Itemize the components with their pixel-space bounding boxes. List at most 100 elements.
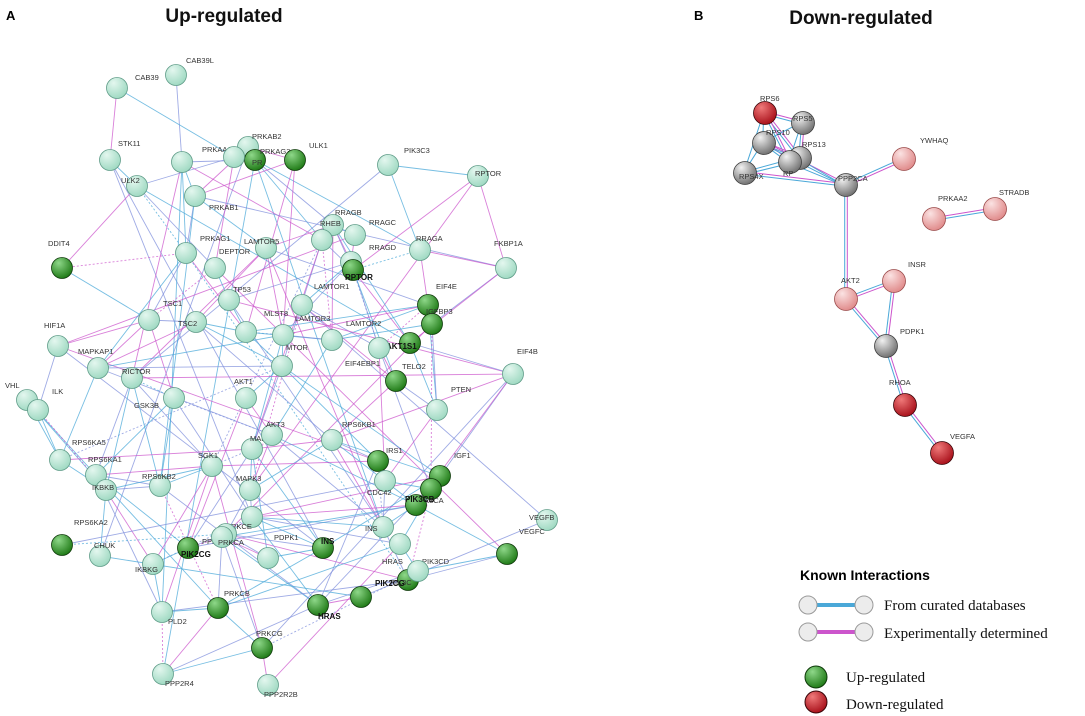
node-label: SGK1 bbox=[198, 451, 218, 460]
interaction-edge bbox=[254, 159, 384, 528]
up-node-rps6kb1: RPS6KB1 bbox=[321, 420, 376, 451]
interaction-edge bbox=[254, 159, 323, 241]
interaction-edge bbox=[109, 159, 253, 518]
interaction-edge bbox=[194, 195, 267, 249]
node-sphere bbox=[834, 287, 858, 311]
node-sphere bbox=[149, 475, 171, 497]
node-label: HRAS bbox=[382, 557, 403, 566]
up-node-ikbkg: IKBKG bbox=[135, 553, 164, 575]
node-sphere bbox=[184, 185, 206, 207]
node-sphere bbox=[142, 553, 164, 575]
up-node-rragb: RRAGB bbox=[322, 208, 362, 236]
node-label: PRKAB2 bbox=[252, 132, 282, 141]
interaction-edge bbox=[378, 347, 432, 490]
node-label: RPTOR bbox=[475, 169, 502, 178]
interaction-edge bbox=[175, 74, 183, 163]
node-label: DDIT4 bbox=[48, 239, 70, 248]
node-label: ULK2 bbox=[121, 176, 140, 185]
interaction-edge bbox=[59, 448, 253, 461]
node-sphere bbox=[255, 237, 277, 259]
node-label: STK11 bbox=[118, 139, 140, 148]
up-node-lamtor3: LAMTOR3 bbox=[272, 314, 330, 346]
up-node-hras: HRAS bbox=[307, 594, 341, 621]
interaction-edge bbox=[254, 159, 334, 226]
node-sphere bbox=[752, 131, 776, 155]
up-node-telo2: TELO2 bbox=[385, 362, 426, 392]
node-label: TELO2 bbox=[402, 362, 426, 371]
up-node-pdpk1: PDPK1 bbox=[257, 533, 299, 569]
interaction-edge bbox=[217, 536, 223, 609]
node-label: TSC2 bbox=[178, 319, 197, 328]
up-node-cdc42: CDC42 bbox=[367, 470, 396, 497]
up-node-ulk1: ULK1 bbox=[284, 141, 328, 171]
interaction-edge bbox=[261, 570, 419, 649]
interaction-edge bbox=[251, 475, 441, 518]
interaction-edge bbox=[378, 304, 429, 349]
up-node-ppp2r2b: PPP2R2B bbox=[257, 674, 298, 699]
legend-up-entry: Up-regulated bbox=[804, 665, 926, 689]
interaction-edge bbox=[152, 465, 213, 565]
node-sphere bbox=[536, 509, 558, 531]
down-node-rhoa: RHOA bbox=[889, 378, 917, 417]
node-label: PRKAG3 bbox=[260, 147, 290, 156]
interaction-edge bbox=[181, 161, 323, 241]
node-sphere bbox=[284, 149, 306, 171]
up-node-eif4ebp1: EIF4EBP1 bbox=[345, 337, 390, 368]
interaction-edge bbox=[409, 342, 438, 411]
up-node-akt1: AKT1 bbox=[234, 377, 257, 409]
node-label: RHEB bbox=[320, 219, 341, 228]
node-sphere bbox=[753, 101, 777, 125]
interaction-edge bbox=[430, 323, 433, 490]
node-label: PIK3CB bbox=[405, 495, 435, 504]
node-sphere bbox=[49, 449, 71, 471]
node-sphere bbox=[791, 111, 815, 135]
up-node-rptor: RPTOR bbox=[342, 259, 373, 282]
down-node-vegfa: VEGFA bbox=[930, 432, 975, 465]
node-label: RRAGB bbox=[335, 208, 362, 217]
interaction-edge bbox=[61, 267, 150, 321]
node-label: RPS5 bbox=[793, 114, 813, 123]
interaction-edge bbox=[105, 377, 133, 491]
node-sphere bbox=[874, 334, 898, 358]
interaction-edge bbox=[419, 249, 507, 269]
node-sphere bbox=[211, 526, 233, 548]
node-sphere bbox=[99, 149, 121, 171]
up-node-fkbp1a: FKBP1A bbox=[494, 239, 523, 279]
node-sphere bbox=[367, 450, 389, 472]
interaction-edge bbox=[136, 185, 411, 344]
interaction-edge bbox=[251, 516, 384, 528]
node-label: RRAGC bbox=[369, 218, 397, 227]
node-sphere bbox=[922, 207, 946, 231]
interaction-edge bbox=[228, 261, 352, 301]
interaction-edge bbox=[161, 579, 409, 613]
legend-node-left-icon bbox=[798, 595, 818, 615]
node-label: PRKAA2 bbox=[938, 194, 968, 203]
node-sphere bbox=[51, 257, 73, 279]
node-sphere bbox=[322, 214, 344, 236]
up-node-prkag1: PRKAG1 bbox=[175, 234, 230, 264]
node-sphere bbox=[385, 370, 407, 392]
up-node-akt3: AKT3 bbox=[261, 420, 285, 446]
node-label: LAMTOR2 bbox=[346, 319, 381, 328]
interaction-edge bbox=[95, 377, 133, 476]
node-label: FKBP1A bbox=[494, 239, 523, 248]
node-label: CAB39 bbox=[135, 73, 159, 82]
node-label: YWHAQ bbox=[920, 136, 949, 145]
node-label: PIK3C bbox=[390, 578, 412, 587]
interaction-edge bbox=[415, 504, 508, 555]
up-node-rheb: RHEB bbox=[311, 219, 341, 251]
node-sphere bbox=[218, 289, 240, 311]
interaction-edge bbox=[131, 377, 213, 467]
interaction-edge bbox=[281, 365, 441, 477]
interaction-edge bbox=[251, 504, 417, 518]
interaction-edge bbox=[377, 460, 384, 528]
node-sphere bbox=[151, 601, 173, 623]
node-label: RPS6KB2 bbox=[142, 472, 176, 481]
interaction-edge bbox=[57, 319, 150, 347]
node-label: PIK2CG bbox=[181, 550, 211, 559]
up-node-ins: INS bbox=[312, 537, 335, 559]
legend: Known Interactions From curated database… bbox=[798, 567, 1048, 714]
node-label: AKT2 bbox=[841, 276, 860, 285]
interaction-edge bbox=[331, 323, 433, 341]
down-node-rps10: RPS10 bbox=[752, 128, 790, 155]
